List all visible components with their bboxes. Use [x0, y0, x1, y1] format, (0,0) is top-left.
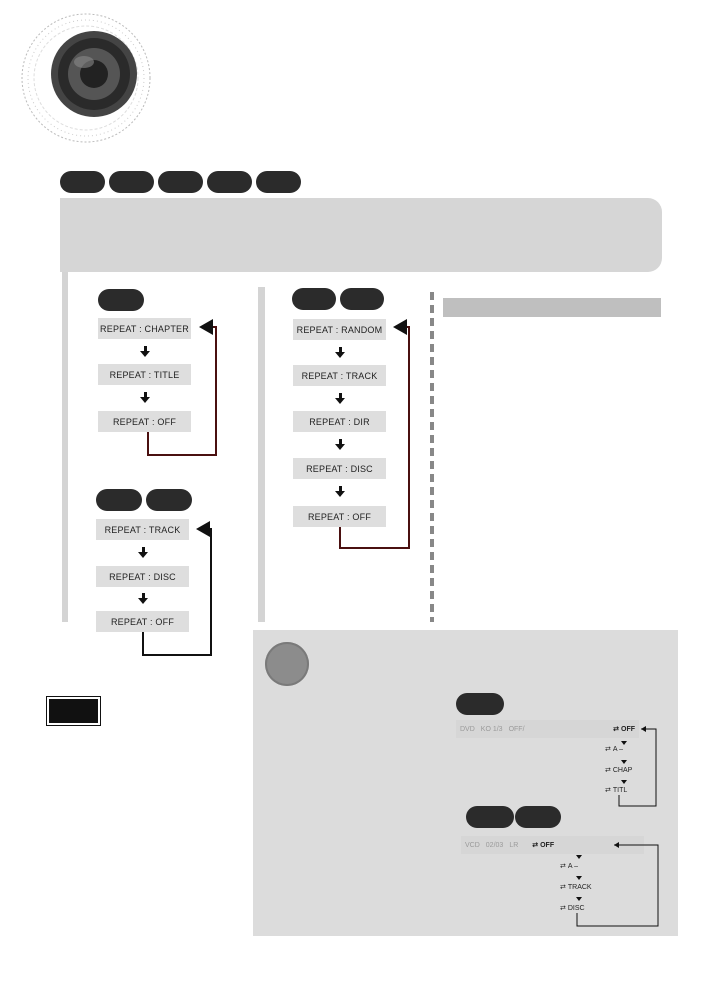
osd-vcd-audio: LR: [509, 841, 519, 849]
arrow-down-icon: [335, 486, 345, 497]
arrow-down-icon: [576, 855, 582, 859]
arrow-down-icon: [138, 547, 148, 558]
osd-vcd-disc-type: VCD: [465, 841, 480, 849]
repeat-icon: ⇄: [560, 884, 566, 891]
section-header-band: [60, 198, 662, 272]
osd-vcd-badge: [466, 806, 514, 828]
osd-vcd-option-disc: ⇄ DISC: [560, 904, 585, 913]
disc-badge-2: [109, 171, 154, 193]
osd-dvd-option-chap-label: CHAP: [612, 766, 633, 774]
dashed-divider: [430, 292, 434, 622]
osd-vcd-option-track-label: TRACK: [567, 883, 592, 891]
osd-dvd-option-ab: ⇄ A –: [605, 745, 623, 754]
left-column-bar: [62, 272, 68, 622]
arrow-down-icon: [140, 346, 150, 357]
osd-dvd-subtitle: OFF/: [508, 725, 525, 733]
dvd-badge: [98, 289, 144, 311]
osd-dvd-option-chap: ⇄ CHAP: [605, 766, 633, 775]
arrow-down-icon: [335, 393, 345, 404]
repeat-icon: ⇄: [605, 787, 611, 794]
mp3-repeat-dir: REPEAT : DIR: [293, 411, 386, 432]
arrow-down-icon: [621, 760, 627, 764]
arrow-down-icon: [621, 741, 627, 745]
mp3-repeat-disc: REPEAT : DISC: [293, 458, 386, 479]
arrow-down-icon: [335, 347, 345, 358]
cd-badge: [146, 489, 192, 511]
osd-dvd-option-titl-label: TITL: [612, 786, 628, 794]
repeat-icon: ⇄: [605, 767, 611, 774]
repeat-icon: ⇄: [605, 746, 611, 753]
arrow-down-icon: [576, 897, 582, 901]
osd-vcd-bar: VCD 02/03 LR ⇄ OFF: [461, 836, 644, 854]
osd-dvd-option-titl: ⇄ TITL: [605, 786, 628, 795]
notes-header-bar: [443, 298, 661, 317]
repeat-icon: ⇄: [560, 905, 566, 912]
speaker-graphic: [14, 2, 154, 157]
osd-vcd-option-ab-label: A –: [567, 862, 578, 870]
arrow-down-icon: [621, 780, 627, 784]
step-circle-icon: [265, 642, 309, 686]
middle-column-bar: [258, 287, 265, 622]
dvd-repeat-off: REPEAT : OFF: [98, 411, 191, 432]
osd-dvd-repeat-state: ⇄ OFF: [613, 725, 639, 733]
vcd-repeat-off: REPEAT : OFF: [96, 611, 189, 632]
osd-dvd-badge: [456, 693, 504, 715]
dvd-repeat-chapter: REPEAT : CHAPTER: [98, 318, 191, 339]
arrow-down-icon: [138, 593, 148, 604]
arrow-down-icon: [140, 392, 150, 403]
osd-vcd-repeat-value: OFF: [540, 842, 555, 849]
mp3-repeat-random: REPEAT : RANDOM: [293, 319, 386, 340]
osd-vcd-option-track: ⇄ TRACK: [560, 883, 592, 892]
osd-vcd-option-disc-label: DISC: [567, 904, 585, 912]
osd-cd-badge: [515, 806, 561, 828]
arrow-down-icon: [335, 439, 345, 450]
note-badge: [46, 696, 101, 726]
osd-dvd-option-ab-label: A –: [612, 745, 623, 753]
repeat-icon: ⇄: [560, 863, 566, 870]
repeat-icon: ⇄: [532, 842, 539, 849]
remote-panel: [253, 630, 678, 936]
mp3-repeat-track: REPEAT : TRACK: [293, 365, 386, 386]
osd-dvd-bar: DVD KO 1/3 OFF/ ⇄ OFF: [456, 720, 639, 738]
mp3-repeat-off: REPEAT : OFF: [293, 506, 386, 527]
osd-dvd-repeat-value: OFF: [621, 726, 635, 733]
mp3-badge: [292, 288, 336, 310]
header-inner-white: [68, 272, 662, 274]
osd-vcd-repeat-state: ⇄ OFF: [532, 841, 554, 849]
osd-dvd-title-info: KO 1/3: [480, 725, 503, 733]
jpeg-badge: [340, 288, 384, 310]
disc-badge-4: [207, 171, 252, 193]
osd-vcd-option-ab: ⇄ A –: [560, 862, 578, 871]
disc-badge-1: [60, 171, 105, 193]
vcd-repeat-track: REPEAT : TRACK: [96, 519, 189, 540]
repeat-icon: ⇄: [613, 726, 620, 733]
disc-badge-3: [158, 171, 203, 193]
dvd-repeat-title: REPEAT : TITLE: [98, 364, 191, 385]
osd-dvd-disc-type: DVD: [460, 725, 475, 733]
arrow-down-icon: [576, 876, 582, 880]
vcd-repeat-disc: REPEAT : DISC: [96, 566, 189, 587]
vcd-badge: [96, 489, 142, 511]
osd-vcd-track-info: 02/03: [485, 841, 504, 849]
disc-badge-5: [256, 171, 301, 193]
